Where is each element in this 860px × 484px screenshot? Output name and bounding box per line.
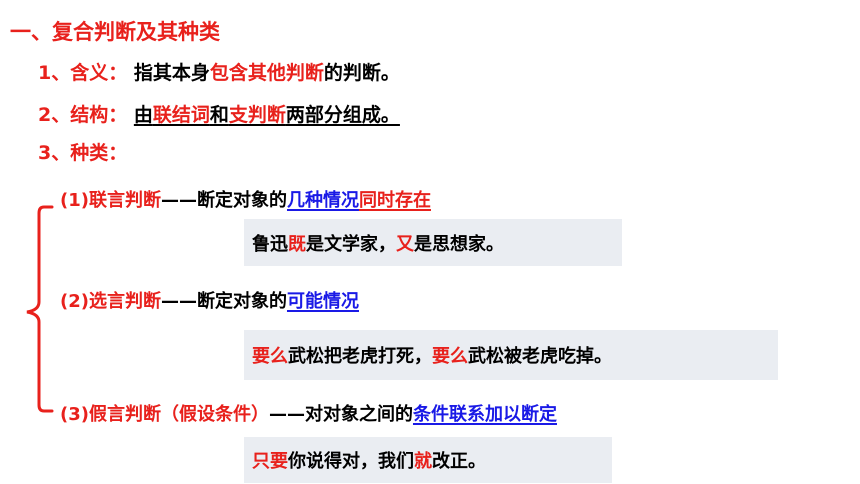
type-highlight-blue: 可能情况 bbox=[286, 291, 359, 312]
example-text: 武松被老虎吃掉。 bbox=[468, 346, 612, 367]
type-disjunctive: (2)选言判断——断定对象的可能情况 bbox=[60, 287, 359, 313]
structure-sub-judgment: 支判断 bbox=[228, 104, 286, 126]
structure-pre: 由 bbox=[133, 104, 153, 126]
definition-line: 1、含义： 指其本身包含其他判断的判断。 bbox=[38, 58, 400, 85]
section-title: 一、复合判断及其种类 bbox=[10, 20, 220, 44]
structure-and: 和 bbox=[209, 104, 229, 126]
definition-text-post: 的判断。 bbox=[323, 62, 400, 84]
definition-highlight: 包含其他判断 bbox=[209, 62, 324, 84]
structure-text: 由联结词和支判断两部分组成。 bbox=[134, 104, 400, 126]
type-hypothetical: (3)假言判断（假设条件）——对对象之间的条件联系加以断定 bbox=[60, 400, 557, 426]
example-text: 武松把老虎打死， bbox=[288, 346, 432, 367]
definition-label: 1、含义： bbox=[38, 62, 128, 84]
types-label: 3、种类： bbox=[38, 142, 128, 164]
type-highlight-blue: 几种情况 bbox=[286, 190, 359, 211]
type-dash: ——断定对象的 bbox=[160, 190, 287, 211]
example-box: 鲁迅既是文学家，又是思想家。 bbox=[244, 219, 622, 266]
type-highlight-red: 同时存在 bbox=[358, 190, 431, 211]
type-conjunctive: (1)联言判断——断定对象的几种情况同时存在 bbox=[60, 186, 431, 212]
example-text: 是文学家， bbox=[306, 233, 396, 255]
structure-line: 2、结构： 由联结词和支判断两部分组成。 bbox=[38, 100, 400, 127]
type-label: (1)联言判断 bbox=[60, 190, 161, 211]
definition-text-pre: 指其本身 bbox=[133, 62, 210, 84]
example-keyword: 又 bbox=[396, 233, 414, 255]
example-text: 你说得对，我们 bbox=[288, 451, 414, 472]
example-box: 要么武松把老虎打死，要么武松被老虎吃掉。 bbox=[244, 330, 778, 380]
type-highlight-blue: 条件联系加以断定 bbox=[412, 404, 557, 425]
example-text: 改正。 bbox=[432, 451, 486, 472]
type-label: (3)假言判断（假设条件） bbox=[60, 404, 269, 425]
structure-label: 2、结构： bbox=[38, 104, 128, 126]
example-keyword: 要么 bbox=[432, 346, 468, 367]
type-dash: ——对对象之间的 bbox=[268, 404, 413, 425]
structure-connective: 联结词 bbox=[152, 104, 210, 126]
type-label: (2)选言判断 bbox=[60, 291, 161, 312]
example-text: 是思想家。 bbox=[414, 233, 504, 255]
type-dash: ——断定对象的 bbox=[160, 291, 287, 312]
example-text: 鲁迅 bbox=[252, 233, 288, 255]
structure-post: 两部分组成。 bbox=[285, 104, 400, 126]
example-keyword: 要么 bbox=[252, 346, 288, 367]
example-keyword: 既 bbox=[288, 233, 306, 255]
example-keyword: 只要 bbox=[252, 451, 288, 472]
example-box: 只要你说得对，我们就改正。 bbox=[244, 437, 612, 483]
example-keyword: 就 bbox=[414, 451, 432, 472]
